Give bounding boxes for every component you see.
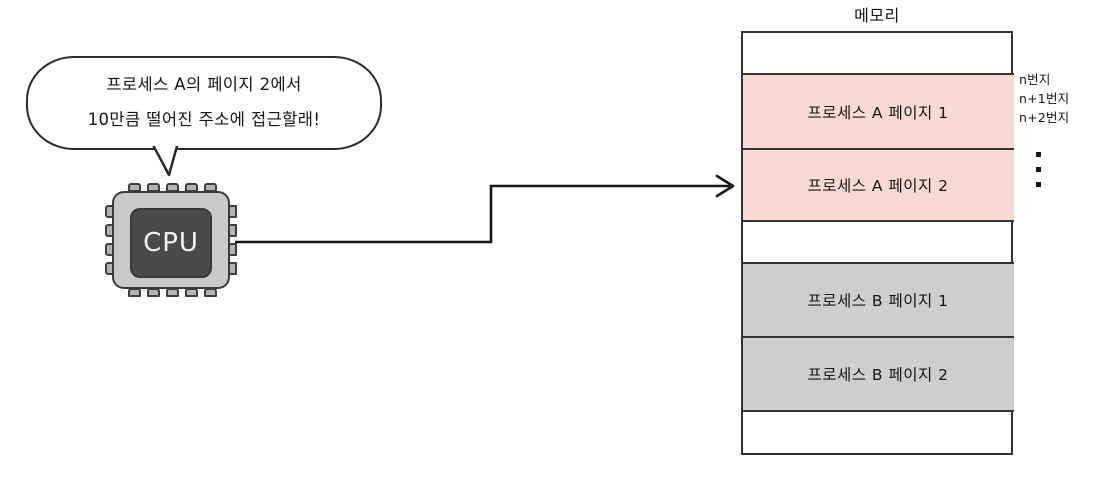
memory-row-free-bottom — [743, 412, 1014, 452]
cpu-core: CPU — [130, 208, 212, 278]
cpu-label: CPU — [143, 228, 199, 258]
speech-bubble-line-1: 프로세스 A의 페이지 2에서 — [106, 75, 302, 94]
speech-bubble-line-2: 10만큼 떨어진 주소에 접근할래! — [87, 110, 321, 129]
address-dot-3 — [1036, 182, 1041, 187]
address-dot-1 — [1036, 152, 1041, 157]
cpu-pin-bottom-1 — [128, 288, 141, 297]
memory-row-process-b-page-2: 프로세스 B 페이지 2 — [742, 336, 1014, 412]
cpu-pin-bottom-4 — [185, 288, 198, 297]
memory-row-process-a-page-2: 프로세스 A 페이지 2 — [742, 148, 1014, 222]
cpu-pin-bottom-2 — [147, 288, 160, 297]
memory-title: 메모리 — [854, 6, 900, 25]
cpu-to-memory-arrow-icon — [235, 174, 735, 244]
cpu-chip: CPU — [96, 178, 246, 302]
cpu-pin-bottom-3 — [166, 288, 179, 297]
address-label-n: n번지 — [1019, 72, 1051, 87]
address-dot-2 — [1036, 167, 1041, 172]
memory-row-process-a-page-1: 프로세스 A 페이지 1 — [742, 72, 1014, 151]
memory-box: 프로세스 A 페이지 1 프로세스 A 페이지 2 프로세스 B 페이지 1 프… — [741, 31, 1014, 455]
memory-address-labels: n번지 n+1번지 n+2번지 — [1019, 70, 1095, 127]
cpu-pin-bottom-5 — [204, 288, 217, 297]
cpu-speech-bubble: 프로세스 A의 페이지 2에서 10만큼 떨어진 주소에 접근할래! — [26, 56, 382, 150]
memory-row-process-b-page-1: 프로세스 B 페이지 1 — [742, 262, 1014, 338]
speech-bubble-tail-icon — [152, 144, 193, 177]
address-label-n-p1: n+1번지 — [1019, 91, 1070, 106]
memory-row-free-top — [743, 33, 1014, 73]
address-label-n-p2: n+2번지 — [1019, 110, 1070, 125]
address-continuation-dots-icon — [1036, 152, 1048, 197]
memory-row-free-middle — [743, 222, 1014, 264]
